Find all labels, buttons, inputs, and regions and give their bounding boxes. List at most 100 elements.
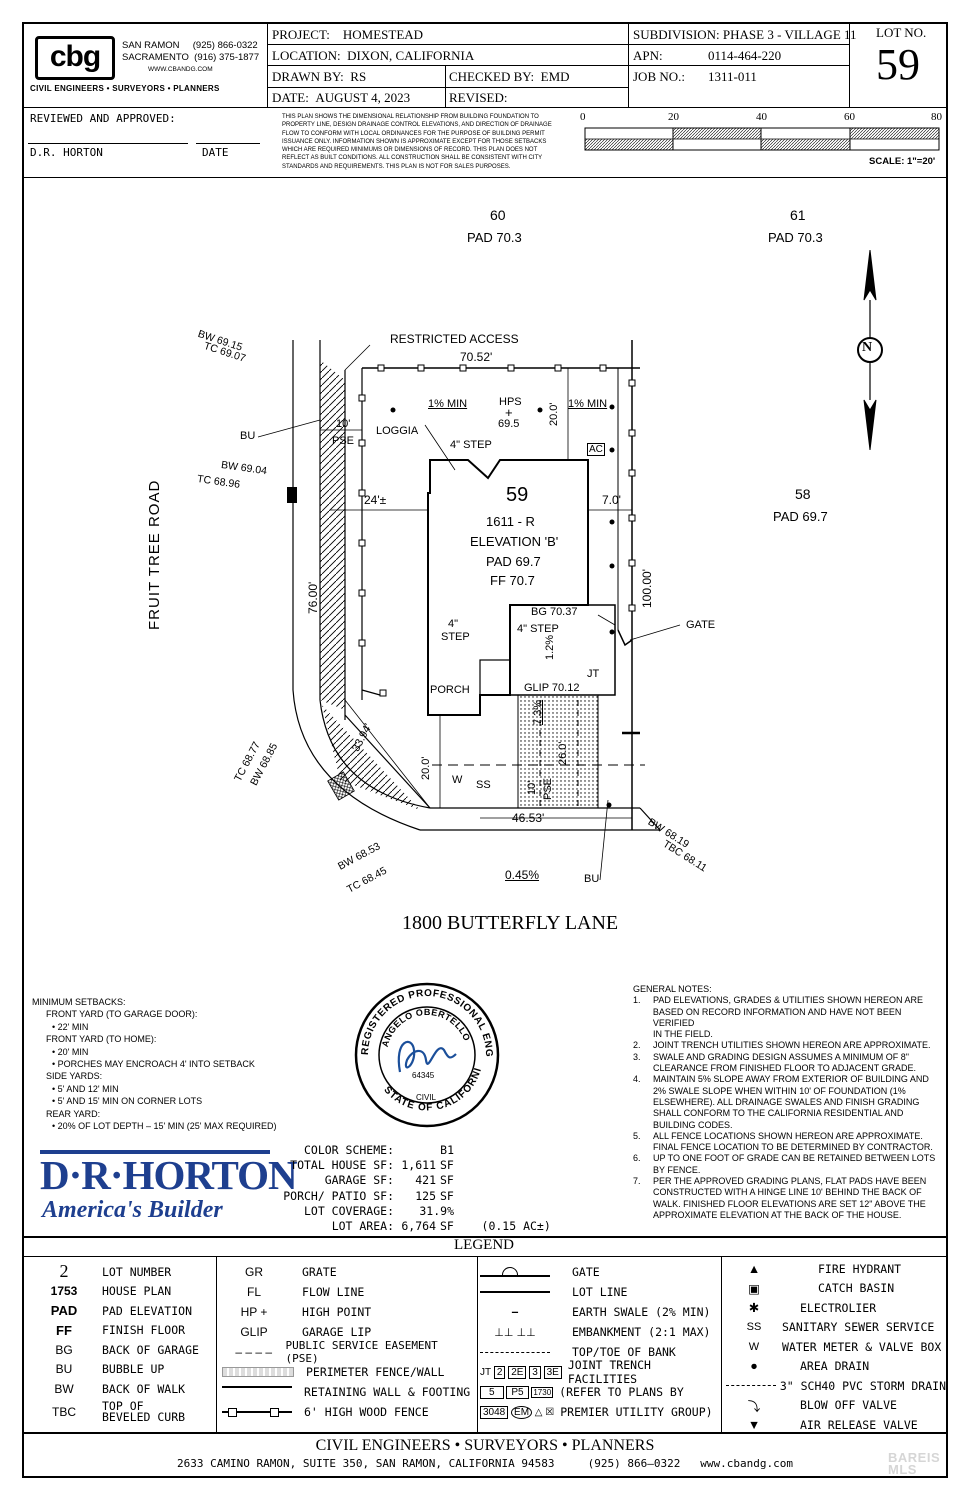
area-drains — [287, 404, 615, 808]
lot-number: 59 — [876, 40, 920, 89]
reviewed-label: REVIEWED AND APPROVED: — [30, 112, 176, 125]
general-note-number — [633, 1063, 653, 1074]
sheet-border — [22, 22, 948, 1478]
svg-text:REGISTERED PROFESSIONAL ENGINE: REGISTERED PROFESSIONAL ENGINEER — [352, 980, 494, 1058]
legend-title: LEGEND — [454, 1237, 514, 1253]
general-note-text: MAINTAIN 5% SLOPE AWAY FROM EXTERIOR OF … — [653, 1074, 929, 1085]
general-note-line: CLEARANCE FROM FINISHED FLOOR TO ADJACEN… — [633, 1063, 943, 1074]
general-note-text: PER THE APPROVED GRADING PLANS, FLAT PAD… — [653, 1176, 927, 1187]
engineer-stamp: REGISTERED PROFESSIONAL ENGINEER STATE O… — [352, 980, 500, 1128]
front-setback-20: 20.0' — [420, 756, 432, 780]
general-note-number: 4. — [633, 1074, 641, 1085]
legend-col-4: ▲FIRE HYDRANT ▣CATCH BASIN ✱ELECTROLIER … — [726, 1259, 946, 1435]
wood-fence-symbol — [222, 1408, 292, 1417]
curb-return — [292, 689, 421, 831]
pse-label: PSE — [332, 435, 355, 447]
pad-60: PAD 70.3 — [467, 230, 522, 245]
side-setback-7: 7.0' — [602, 493, 621, 507]
bu-top: BU — [240, 430, 256, 442]
general-note-number: 3. — [633, 1051, 641, 1062]
general-note-line: APPROXIMATE ELEVATION AT THE BACK OF THE… — [633, 1210, 943, 1221]
fence-posts — [358, 364, 636, 697]
rear-setback: 20.0' — [548, 402, 560, 426]
subdivision-row: SUBDIVISION: PHASE 3 - VILLAGE 11 — [633, 27, 857, 42]
date-row: DATE: AUGUST 4, 2023 — [272, 90, 411, 105]
slope-right: 1% MIN — [568, 398, 608, 410]
general-note-text: 2% SWALE SLOPE WHEN WITHIN 10' OF FOUNDA… — [653, 1085, 906, 1096]
general-note-line: BUILDING CODES. — [633, 1120, 943, 1131]
step-4-in: 4" — [448, 618, 459, 630]
perimeter-fence-symbol — [222, 1367, 294, 1377]
house-footprint — [427, 459, 589, 716]
general-note-text: PAD ELEVATIONS, GRADES & UTILITIES SHOWN… — [653, 995, 924, 1006]
general-note-text: JOINT TRENCH UTILITIES SHOWN HEREON ARE … — [653, 1040, 931, 1051]
general-note-text: BUILDING CODES. — [653, 1119, 733, 1130]
general-note-number — [633, 1086, 653, 1097]
blow-off-valve-icon: ⤵ — [747, 1399, 761, 1414]
general-note-line: 3.SWALE AND GRADING DESIGN ASSUMES A MIN… — [633, 1052, 943, 1063]
side-setback-24: 24'± — [364, 493, 387, 507]
title-divider — [445, 65, 446, 108]
footer-firm: CIVIL ENGINEERS • SURVEYORS • PLANNERS — [315, 1437, 655, 1454]
general-note-text: WALK. FINISHED FLOOR ELEVATIONS ARE SET … — [653, 1198, 926, 1209]
signature-line — [28, 143, 188, 144]
stamp-name: ANGELO OBERTELLO — [380, 1007, 472, 1048]
scale-label: SCALE: 1"=20' — [869, 156, 936, 167]
apn-row: APN:0114-464-220 — [633, 48, 782, 63]
hps-value: 69.5 — [498, 418, 520, 430]
general-note-number — [633, 1120, 653, 1131]
firm-offices: SAN RAMON (925) 866-0322 SACRAMENTO (916… — [122, 40, 260, 73]
hps-label: HPS — [499, 396, 522, 408]
minimum-setbacks: MINIMUM SETBACKS: FRONT YARD (TO GARAGE … — [32, 997, 277, 1132]
signature — [397, 1040, 457, 1073]
lot-61: 61 — [790, 207, 806, 223]
general-note-text: SHALL CONFORM TO THE CALIFORNIA RESIDENT… — [653, 1108, 904, 1119]
general-note-line: WALK. FINISHED FLOOR ELEVATIONS ARE SET … — [633, 1199, 943, 1210]
slope-7-3: 7.3% — [532, 699, 544, 725]
water-label: W — [452, 774, 463, 786]
north-arrow: N — [862, 340, 873, 355]
general-note-line: 4. MAINTAIN 5% SLOPE AWAY FROM EXTERIOR O… — [633, 1074, 943, 1085]
logo-rule — [40, 1150, 270, 1154]
legend-title-rule — [22, 1256, 948, 1257]
area-drain-icon: ● — [750, 1359, 758, 1374]
finish-floor: FF 70.7 — [490, 573, 535, 588]
pad-61: PAD 70.3 — [768, 230, 823, 245]
general-note-line: 6.UP TO ONE FOOT OF GRADE CAN BE RETAINE… — [633, 1153, 943, 1164]
water-meter — [287, 487, 297, 503]
title-bottom-rule — [22, 107, 948, 108]
stamp-number: 64345 — [412, 1071, 435, 1080]
builder-tagline: America's Builder — [42, 1197, 223, 1223]
lot-no-label: LOT NO. — [876, 25, 927, 40]
slope-left: 1% MIN — [428, 398, 468, 410]
general-note-line: 5.ALL FENCE LOCATIONS SHOWN HEREON ARE A… — [633, 1131, 943, 1142]
general-note-line: SHALL CONFORM TO THE CALIFORNIA RESIDENT… — [633, 1108, 943, 1119]
retaining-wall-symbol — [222, 1386, 292, 1398]
scale-tick-20: 20 — [668, 111, 679, 123]
gate-label: GATE — [686, 619, 716, 631]
general-notes: GENERAL NOTES: 1.PAD ELEVATIONS, GRADES … — [633, 984, 943, 1221]
scale-tick-60: 60 — [844, 111, 855, 123]
lot-line-symbol — [480, 1291, 550, 1293]
general-note-number: 1. — [633, 995, 641, 1006]
general-note-number — [633, 1187, 653, 1198]
date-label: DATE — [202, 146, 229, 159]
general-note-number: 5. — [633, 1130, 641, 1141]
electrolier-icon: ✱ — [748, 1301, 760, 1316]
general-note-text: FINAL FENCE LOCATION TO BE DETERMINED BY… — [653, 1142, 933, 1153]
rear-step: 4" STEP — [450, 439, 492, 451]
general-note-line: IN THE FIELD. — [633, 1029, 943, 1040]
general-note-number — [633, 1029, 653, 1040]
general-note-line: BY FENCE. — [633, 1165, 943, 1176]
side-street-name: FRUIT TREE ROAD — [146, 479, 163, 630]
landscape-strip — [320, 360, 345, 710]
general-note-line: 7.PER THE APPROVED GRADING PLANS, FLAT P… — [633, 1176, 943, 1187]
drawn-row: DRAWN BY: RS — [272, 69, 367, 84]
hps-plus: + — [505, 405, 513, 420]
title-row-rule — [267, 87, 628, 88]
jt-label: JT — [587, 668, 600, 680]
footer-address: 2633 CAMINO RAMON, SUITE 350, SAN RAMON,… — [177, 1457, 793, 1470]
legend-bottom-rule — [22, 1432, 948, 1434]
